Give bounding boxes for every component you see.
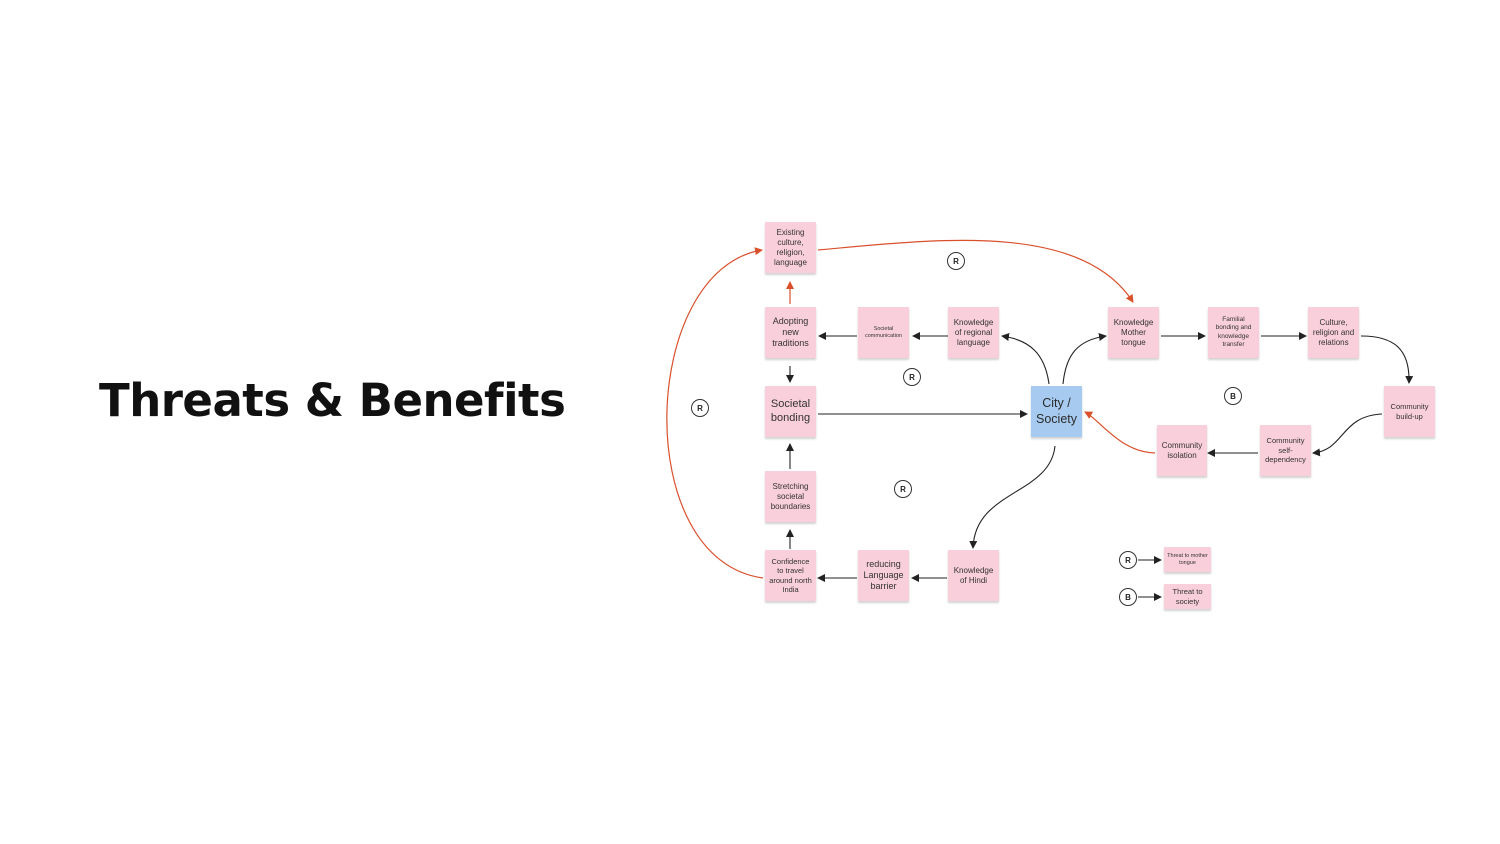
loop-marker: R (894, 480, 912, 498)
node-stretching-boundaries: Stretching societal boundaries (765, 471, 816, 522)
edge-isolation-to-city (1084, 411, 1156, 454)
loop-marker: R (903, 368, 921, 386)
node-confidence-travel: Confidence to travel around north India (765, 550, 816, 601)
node-community-isolation: Community isolation (1157, 425, 1207, 476)
slide-title: Threats & Benefits (99, 374, 566, 427)
edge-city-to-mother-tongue (1062, 333, 1107, 385)
node-adopting-traditions: Adopting new traditions (765, 307, 816, 358)
node-knowledge-hindi: Knowledge of Hindi (948, 550, 999, 601)
node-societal-bonding: Societal bonding (765, 386, 816, 437)
node-community-self-dependency: Community self-dependency (1260, 425, 1311, 476)
node-culture-relations: Culture, religion and relations (1308, 307, 1359, 358)
loop-marker: R (947, 252, 965, 270)
node-societal-communication: Societal communication (858, 307, 909, 358)
node-existing-culture: Existing culture, religion, language (765, 222, 816, 273)
legend-marker-r: R (1119, 551, 1137, 569)
node-familial-bonding: Familial bonding and knowledge transfer (1208, 307, 1259, 358)
node-knowledge-regional-language: Knowledge of regional language (948, 307, 999, 358)
loop-marker: R (691, 399, 709, 417)
edge-city-to-hindi (969, 445, 1056, 549)
legend-marker-b: B (1119, 588, 1137, 606)
legend-label-threat-mother-tongue: Threat to mother tongue (1164, 547, 1211, 572)
node-city-society: City / Society (1031, 386, 1082, 437)
edge-buildup-to-selfdependency (1312, 413, 1383, 457)
loop-marker: B (1224, 387, 1242, 405)
node-community-buildup: Community build-up (1384, 386, 1435, 437)
edge-city-to-regional (1001, 333, 1050, 385)
node-reducing-language-barrier: reducing Language barrier (858, 550, 909, 601)
legend-label-threat-society: Threat to society (1164, 584, 1211, 609)
node-knowledge-mother-tongue: Knowledge Mother tongue (1108, 307, 1159, 358)
edge-confidence-to-existing (666, 247, 764, 579)
edge-existing-to-mother-tongue (817, 239, 1134, 303)
edge-culture-to-buildup (1360, 335, 1414, 384)
